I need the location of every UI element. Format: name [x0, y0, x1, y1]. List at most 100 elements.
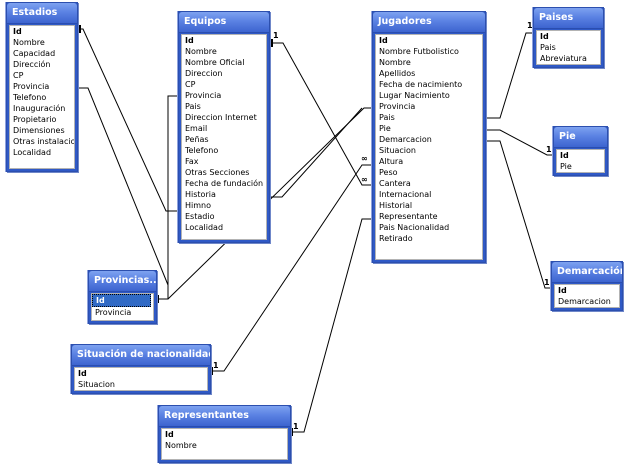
field-row[interactable]: Id	[92, 294, 151, 307]
field-row[interactable]: Cantera	[379, 179, 411, 188]
table-title[interactable]: Equipos	[179, 12, 269, 33]
field-row[interactable]: Otras Secciones	[185, 168, 250, 177]
field-row[interactable]: CP	[13, 71, 24, 80]
field-row[interactable]: Provincia	[13, 82, 50, 91]
table-title[interactable]: Situación de nacionalidad	[72, 345, 210, 366]
field-row[interactable]: Inauguración	[13, 104, 66, 113]
table-title[interactable]: Pie	[554, 127, 607, 148]
field-row[interactable]: Situacion	[78, 380, 115, 389]
field-row[interactable]: Provincia	[95, 308, 132, 317]
field-row[interactable]: Pais	[540, 43, 556, 52]
field-row[interactable]: Propietario	[13, 115, 57, 124]
field-row[interactable]: Abreviatura	[540, 54, 587, 63]
field-row[interactable]: Telefono	[185, 146, 219, 155]
field-row[interactable]: Representante	[379, 212, 438, 221]
field-row[interactable]: Dirección	[13, 60, 51, 69]
field-row[interactable]: Pie	[379, 124, 391, 133]
field-row[interactable]: Provincia	[185, 91, 222, 100]
field-row[interactable]: Peñas	[185, 135, 209, 144]
field-row[interactable]: Direccion	[185, 69, 223, 78]
field-row[interactable]: Nombre	[165, 441, 197, 450]
field-row[interactable]: Himno	[185, 201, 211, 210]
field-row[interactable]: Apellidos	[379, 69, 416, 78]
table-title[interactable]: Demarcación	[552, 262, 622, 283]
field-row[interactable]: Pie	[560, 162, 572, 171]
field-row[interactable]: Situacion	[379, 146, 416, 155]
field-row[interactable]: Direccion Internet	[185, 113, 257, 122]
field-row[interactable]: Fax	[185, 157, 199, 166]
field-row[interactable]: Fecha de fundación	[185, 179, 264, 188]
relationship-line-estadios-equipos	[78, 28, 182, 212]
field-row[interactable]: Pais	[185, 102, 201, 111]
cardinality-one-label: 1	[273, 31, 279, 40]
field-row[interactable]: Localidad	[13, 148, 52, 157]
field-row[interactable]: CP	[185, 80, 196, 89]
field-row[interactable]: Id	[13, 27, 22, 36]
table-title[interactable]: Estadios	[7, 3, 77, 24]
relationship-line-jugadores-demarcacion	[486, 140, 555, 289]
field-row[interactable]: Id	[78, 369, 87, 378]
cardinality-one-label: 1	[544, 278, 550, 287]
field-row[interactable]: Nombre	[185, 47, 217, 56]
field-row[interactable]: Nombre	[379, 58, 411, 67]
field-row[interactable]: Historia	[185, 190, 216, 199]
field-row[interactable]: Provincia	[379, 102, 416, 111]
field-row[interactable]: Dimensiones	[13, 126, 65, 135]
field-row[interactable]: Pais	[379, 113, 395, 122]
table-title[interactable]: Paises	[534, 8, 603, 29]
cardinality-one-label: 1	[293, 422, 299, 431]
field-row[interactable]: Altura	[379, 157, 404, 166]
table-title[interactable]: Representantes	[159, 406, 290, 427]
field-row[interactable]: Fecha de nacimiento	[379, 80, 463, 89]
cardinality-one-label: 1	[546, 145, 552, 154]
field-row[interactable]: Email	[185, 124, 208, 133]
field-row[interactable]: Demarcacion	[379, 135, 432, 144]
field-row[interactable]: Id	[165, 430, 174, 439]
field-row[interactable]: Id	[558, 286, 567, 295]
field-row[interactable]: Otras instalaciones	[13, 137, 74, 146]
field-row[interactable]: Lugar Nacimiento	[379, 91, 450, 100]
table-title[interactable]: Provincias...	[89, 271, 156, 292]
field-row[interactable]: Demarcacion	[558, 297, 611, 306]
field-row[interactable]: Id	[185, 36, 194, 45]
field-row[interactable]: Nombre	[13, 38, 45, 47]
field-row[interactable]: Localidad	[185, 223, 224, 232]
field-row[interactable]: Nombre Oficial	[185, 58, 245, 67]
field-row[interactable]: Pais Nacionalidad	[379, 223, 450, 232]
cardinality-many-label: ∞	[361, 154, 368, 163]
field-row[interactable]: Retirado	[379, 234, 413, 243]
field-row[interactable]: Historial	[379, 201, 413, 210]
field-row[interactable]: Estadio	[185, 212, 215, 221]
field-row[interactable]: Capacidad	[13, 49, 56, 58]
field-row[interactable]: Id	[379, 36, 388, 45]
field-row[interactable]: Telefono	[13, 93, 47, 102]
table-title[interactable]: Jugadores	[373, 12, 485, 33]
relationship-line-equipos-jugadores-pais	[270, 107, 363, 198]
relationship-line-jugadores-paises	[486, 32, 537, 119]
relationship-line-representantes-jugadores	[290, 218, 376, 433]
field-row[interactable]: Nombre Futbolistico	[379, 47, 459, 56]
field-row[interactable]: Id	[560, 151, 569, 160]
field-row[interactable]: Internacional	[379, 190, 432, 199]
field-row[interactable]: Peso	[379, 168, 398, 177]
field-row[interactable]: Id	[540, 32, 549, 41]
